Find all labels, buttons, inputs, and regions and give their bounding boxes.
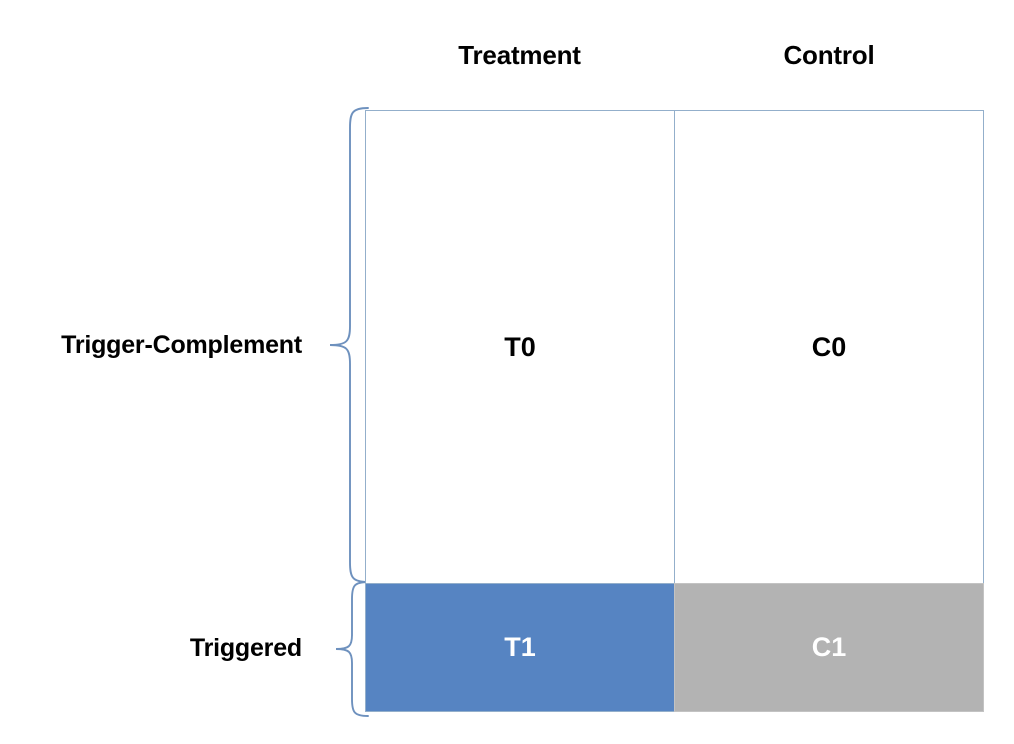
curly-brace-icon-triggered: [335, 581, 369, 717]
matrix-cell-c1[interactable]: C1: [674, 583, 984, 712]
matrix-cell-t1-label: T1: [504, 632, 536, 662]
curly-brace-icon-trigger-complement: [329, 107, 369, 583]
matrix-cell-c1-label: C1: [811, 632, 847, 662]
matrix-cell-t0-label: T0: [504, 331, 536, 362]
column-header-control: Control: [783, 40, 875, 70]
matrix-cell-c0[interactable]: C0: [674, 110, 984, 584]
two-by-two-matrix: T0 C0 T1 C1: [365, 110, 984, 712]
matrix-cell-t0[interactable]: T0: [365, 110, 675, 584]
matrix-cell-t1[interactable]: T1: [365, 583, 675, 712]
column-header-treatment: Treatment: [458, 40, 581, 70]
row-label-triggered: Triggered: [189, 634, 302, 662]
matrix-cell-c0-label: C0: [811, 331, 847, 362]
row-label-trigger-complement: Trigger-Complement: [61, 331, 302, 359]
